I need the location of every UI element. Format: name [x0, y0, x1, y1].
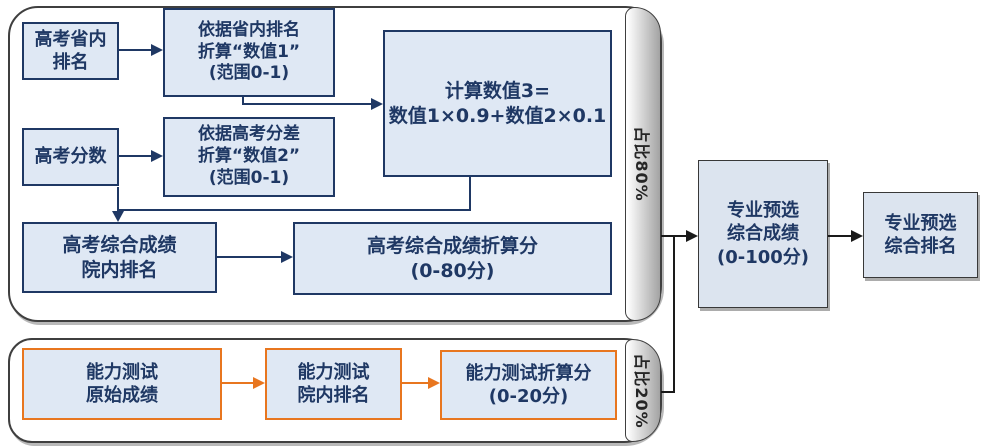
- box-gaokao-comprehensive-rank: 高考综合成绩 院内排名: [22, 222, 217, 293]
- upper-ratio-label: 占比80%: [632, 126, 651, 202]
- arrowhead-icon: [428, 377, 440, 389]
- connector-score-to-value2: [119, 155, 152, 157]
- box-value2-conversion: 依据高考分差 折算“数值2” (范围0-1): [163, 117, 335, 197]
- connector-rank-to-score80: [217, 256, 282, 258]
- connector-province-to-value1: [119, 49, 152, 51]
- lower-ratio-label: 占比20%: [632, 352, 651, 429]
- box-gaokao-province-rank: 高考省内 排名: [22, 22, 119, 80]
- box-gaokao-converted-score: 高考综合成绩折算分 (0-80分): [293, 222, 612, 295]
- connector-into-rank-v: [117, 187, 119, 212]
- arrowhead-icon: [112, 211, 124, 222]
- box-value3-formula: 计算数值3= 数值1×0.9+数值2×0.1: [383, 30, 612, 177]
- connector-20pct-stub: [661, 391, 675, 393]
- connector-rank-to-score20: [402, 382, 429, 384]
- arrowhead-icon: [371, 98, 383, 110]
- connector-20pct-up: [673, 236, 675, 393]
- connector-value1-to-value3-h: [242, 103, 372, 105]
- connector-value3-down: [469, 177, 471, 211]
- connector-score-to-rank: [828, 235, 852, 237]
- box-preselect-composite-rank: 专业预选 综合排名: [863, 192, 978, 278]
- box-ability-raw-score: 能力测试 原始成绩: [22, 348, 222, 420]
- arrowhead-icon: [253, 377, 265, 389]
- arrowhead-icon: [151, 44, 163, 56]
- box-ability-rank: 能力测试 院内排名: [265, 348, 402, 420]
- connector-value1-to-value3-v: [242, 97, 244, 105]
- lower-ratio-tab: 占比20%: [625, 339, 661, 442]
- box-preselect-composite-score: 专业预选 综合成绩 (0-100分): [698, 160, 828, 308]
- arrowhead-icon: [686, 230, 698, 242]
- connector-value3-left: [117, 209, 471, 211]
- arrowhead-icon: [151, 150, 163, 162]
- arrowhead-icon: [851, 230, 863, 242]
- box-value1-conversion: 依据省内排名 折算“数值1” (范围0-1): [163, 8, 335, 97]
- connector-raw-to-rank: [222, 382, 254, 384]
- box-gaokao-score: 高考分数: [22, 128, 119, 186]
- upper-ratio-tab: 占比80%: [625, 7, 661, 321]
- arrowhead-icon: [281, 251, 293, 263]
- box-ability-converted-score: 能力测试折算分 (0-20分): [440, 350, 617, 420]
